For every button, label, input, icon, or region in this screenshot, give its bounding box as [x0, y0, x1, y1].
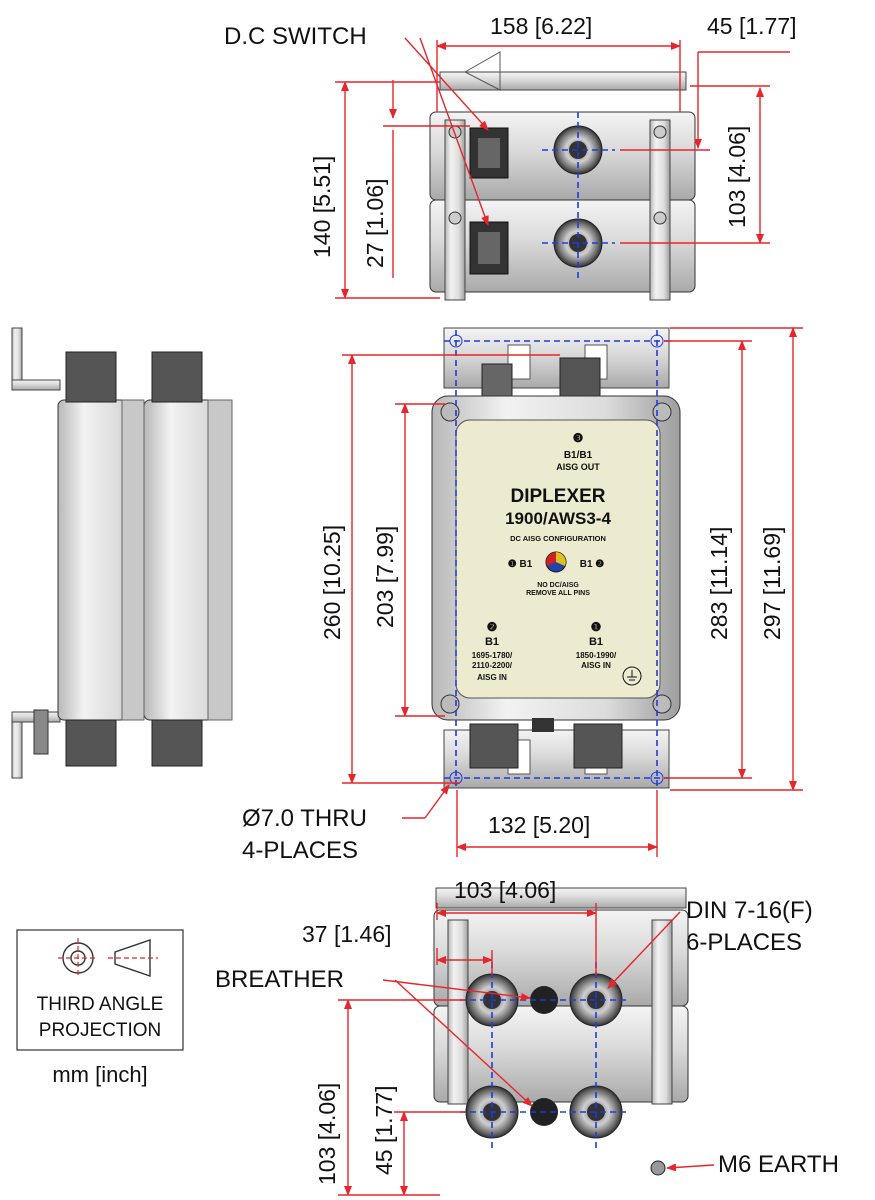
ground-icon: [622, 666, 642, 686]
breather-label: BREATHER: [215, 966, 344, 993]
cfg-right: B1 ❷: [580, 559, 605, 570]
plate-config: DC AISG CONFIGURATION: [510, 534, 606, 543]
port1-freq-1: 1850-1990/: [576, 651, 617, 660]
third-angle-text-1: THIRD ANGLE: [37, 994, 164, 1015]
projection-box: THIRD ANGLE PROJECTION mm [inch]: [16, 929, 184, 1087]
places4-label: 4-PLACES: [242, 837, 358, 864]
port3-name: B1/B1: [564, 450, 593, 461]
top-view: [429, 51, 696, 301]
front-bracket-top: [443, 327, 670, 389]
bottom-unit-lower: [433, 1005, 689, 1103]
bottom-view: [433, 887, 689, 1176]
projection-cone-icon: [114, 939, 151, 977]
dim-158: 158 [6.22]: [490, 13, 592, 39]
cfg-left: ❶ B1: [508, 559, 533, 570]
units-label: mm [inch]: [52, 1062, 147, 1087]
front-view-dimensions: 260 [10.25] 203 [7.99] 283 [11.14] 297 […: [242, 327, 803, 864]
dim-297: 297 [11.69]: [759, 527, 785, 640]
dim-103-bottom-w: 103 [4.06]: [454, 877, 556, 903]
side-view: [11, 327, 233, 779]
port1-name: B1: [589, 636, 603, 648]
bottom-view-dimensions: 103 [4.06] 37 [1.46] 103 [4.06] 45 [1.77…: [215, 877, 839, 1196]
projection-frame: [16, 929, 184, 1051]
port2-number: ❷: [487, 620, 498, 634]
plate-note-1: NO DC/AISG: [537, 582, 579, 589]
port1-number: ❶: [591, 620, 602, 634]
port2-freq-2: 2110-2200/: [472, 661, 513, 670]
dim-203: 203 [7.99]: [372, 526, 398, 628]
dim-283: 283 [11.14]: [706, 527, 732, 640]
top-strap-right: [649, 119, 671, 301]
plate-title-2: 1900/AWS3-4: [505, 509, 611, 528]
port2-name: B1: [485, 636, 499, 648]
port2-freq-1: 1695-1780/: [472, 651, 513, 660]
dim-45-bottom: 45 [1.77]: [371, 1085, 397, 1175]
dim-45-top: 45 [1.77]: [707, 13, 797, 39]
dim-103-bottom-h: 103 [4.06]: [314, 1083, 340, 1185]
top-bracket: [439, 71, 687, 91]
port2-freq-3: AISG IN: [477, 673, 507, 682]
port3-number: ❸: [573, 431, 584, 445]
plate-title-1: DIPLEXER: [510, 486, 605, 507]
dim-37: 37 [1.46]: [302, 921, 392, 947]
top-strap-left: [444, 119, 466, 301]
top-view-dimensions: 158 [6.22] 45 [1.77] 103 [4.06] 140 [5.5…: [224, 13, 797, 299]
plate-note-2: REMOVE ALL PINS: [526, 590, 590, 597]
thru-label: Ø7.0 THRU: [242, 805, 367, 832]
third-angle-text-2: PROJECTION: [39, 1020, 161, 1041]
dc-switch-label: D.C SWITCH: [224, 23, 367, 50]
dim-103-top: 103 [4.06]: [724, 126, 750, 228]
dim-27: 27 [1.06]: [362, 178, 388, 268]
dim-260: 260 [10.25]: [319, 525, 345, 640]
dim-132: 132 [5.20]: [488, 812, 590, 838]
earth-label: M6 EARTH: [718, 1151, 839, 1178]
dim-140: 140 [5.51]: [309, 156, 335, 258]
din-label: DIN 7-16(F): [686, 897, 813, 924]
port3-sub: AISG OUT: [556, 462, 600, 472]
port1-freq-2: AISG IN: [581, 661, 611, 670]
plate-text: ❸ B1/B1 AISG OUT DIPLEXER 1900/AWS3-4 DC…: [472, 431, 642, 686]
places6-label: 6-PLACES: [686, 929, 802, 956]
m6-earth-stud: [650, 1160, 666, 1176]
